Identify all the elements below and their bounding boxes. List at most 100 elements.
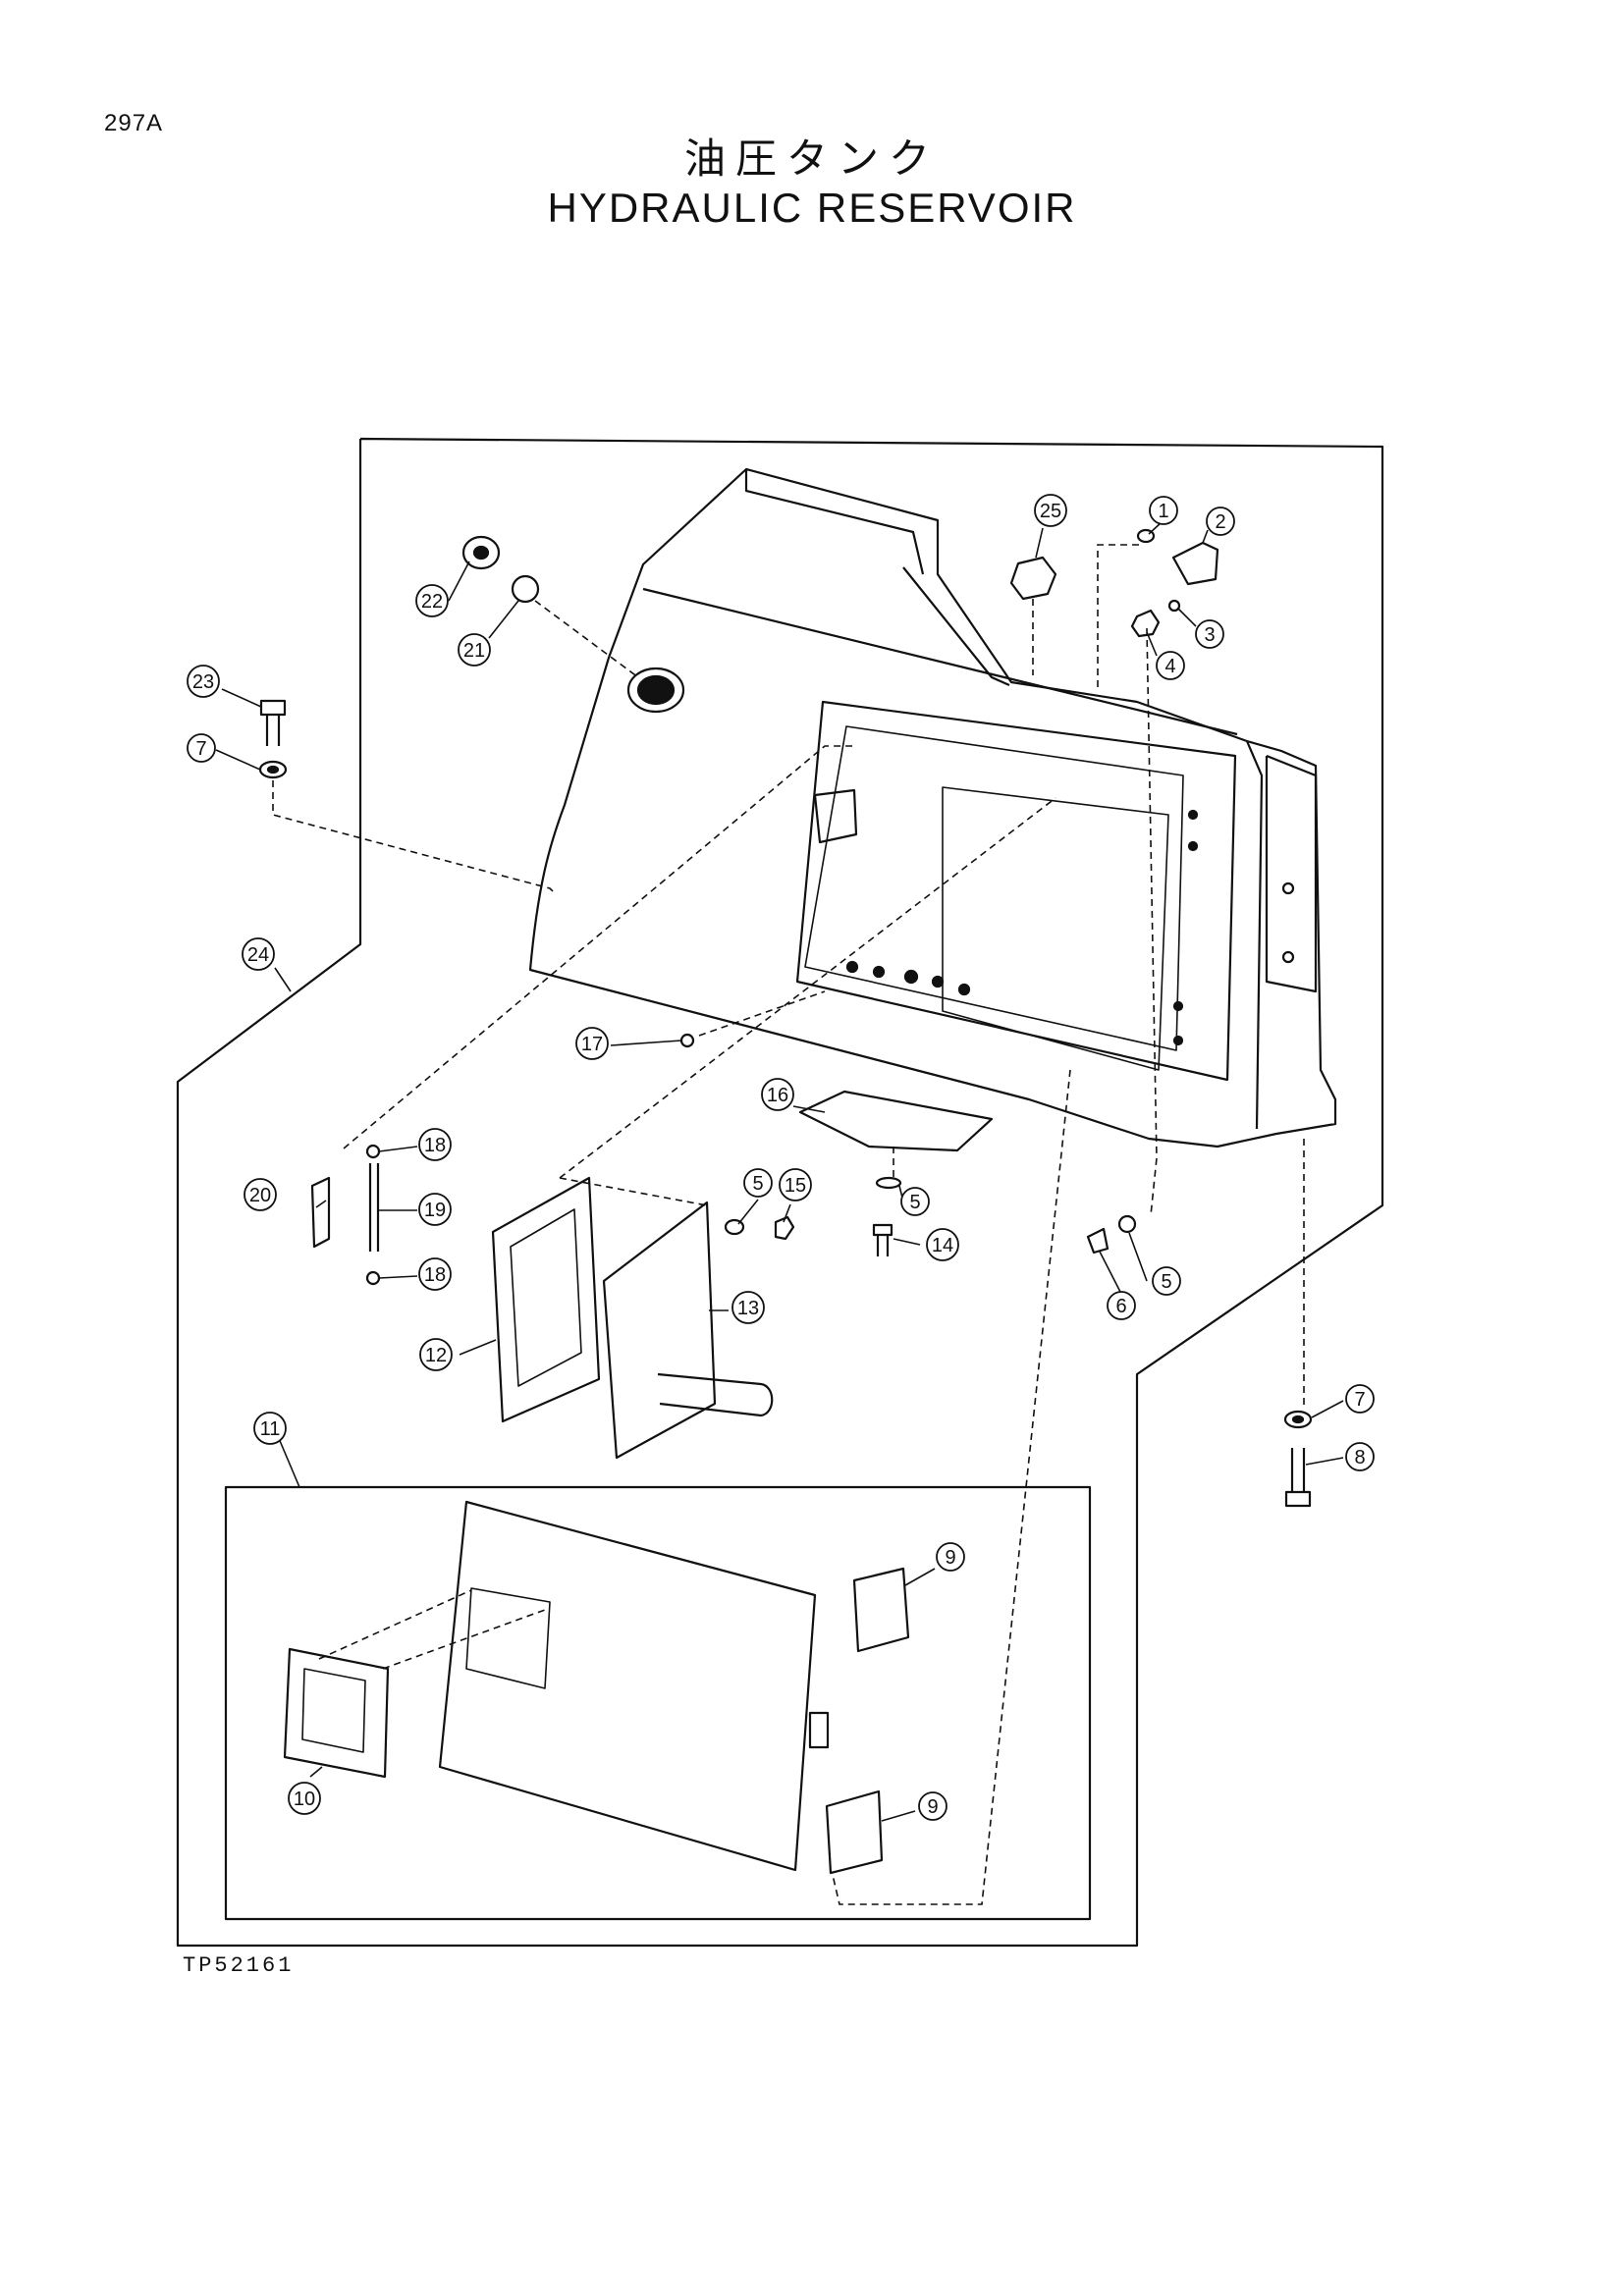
svg-text:21: 21: [463, 640, 485, 662]
part-3-washer: [1167, 599, 1181, 613]
tank-side-edge: [902, 566, 1010, 687]
callout-10: 10: [288, 1782, 321, 1815]
frame-bolt: [1187, 809, 1199, 821]
callout-18-upper: 18: [418, 1128, 452, 1161]
door-latch: [808, 1711, 830, 1749]
callout-17: 17: [575, 1027, 609, 1060]
part-5-washer-b: [875, 1176, 902, 1190]
callout-4: 4: [1156, 651, 1185, 680]
svg-text:4: 4: [1164, 656, 1175, 677]
callout-23: 23: [187, 665, 220, 698]
part-1-oring: [1136, 528, 1156, 544]
part-17-plug: [679, 1033, 695, 1048]
callout-24: 24: [242, 937, 275, 971]
part-21-oring: [511, 574, 540, 604]
part-2-elbow: [1171, 541, 1219, 586]
callout-16: 16: [761, 1078, 794, 1111]
callout-9-lower: 9: [918, 1791, 947, 1821]
svg-text:5: 5: [752, 1173, 763, 1195]
callout-7-lower: 7: [1345, 1384, 1375, 1414]
part-22-cap-center: [472, 545, 490, 561]
part-14-bolt-head: [872, 1223, 893, 1237]
part-12-gasket: [491, 1176, 601, 1423]
svg-text:11: 11: [260, 1418, 281, 1440]
svg-text:8: 8: [1354, 1447, 1365, 1468]
tank-top-ridge: [642, 587, 1238, 736]
part-23-bolt-head: [259, 699, 287, 717]
svg-text:15: 15: [785, 1175, 806, 1197]
bracket-hole: [1281, 881, 1295, 895]
svg-text:2: 2: [1215, 511, 1225, 533]
callout-25: 25: [1034, 494, 1067, 527]
filler-port-neck: [636, 674, 676, 706]
part-11-door-panel: [438, 1500, 817, 1872]
assembly-boundary-24: [176, 437, 1384, 1948]
callout-18-lower: 18: [418, 1257, 452, 1291]
svg-text:16: 16: [767, 1085, 788, 1106]
svg-text:5: 5: [909, 1192, 920, 1213]
callout-14: 14: [926, 1228, 959, 1261]
tank-frame-window: [942, 786, 1169, 1071]
part-4-nut: [1130, 609, 1161, 638]
svg-text:7: 7: [195, 738, 206, 760]
part-7-washer-upper-hole: [266, 765, 280, 774]
svg-text:1: 1: [1158, 501, 1168, 522]
frame-bolt: [845, 960, 859, 974]
svg-text:9: 9: [945, 1547, 955, 1569]
callout-20: 20: [244, 1178, 277, 1211]
part-10-handle-inner: [301, 1668, 366, 1753]
frame-bolt: [903, 969, 919, 985]
frame-bolt: [957, 983, 971, 996]
callout-15: 15: [779, 1168, 812, 1201]
tank-right-panel: [1245, 740, 1264, 1130]
frame-bolt: [1172, 1035, 1184, 1046]
part-25-nut: [1009, 556, 1057, 601]
assembly-lines: [272, 544, 1305, 1905]
callout-11: 11: [253, 1412, 287, 1445]
svg-text:17: 17: [581, 1034, 603, 1055]
door-handle-cutout: [465, 1587, 551, 1689]
svg-text:14: 14: [932, 1235, 953, 1256]
part-5-washer-c: [1117, 1214, 1137, 1234]
callout-5-a: 5: [743, 1168, 773, 1198]
callout-22: 22: [415, 584, 449, 617]
tank-frame-inner: [804, 725, 1184, 1051]
page-id: 297A: [104, 110, 164, 136]
svg-text:25: 25: [1040, 501, 1061, 522]
tank-inspection-frame: [795, 700, 1237, 1082]
callout-12: 12: [419, 1338, 453, 1371]
svg-text:22: 22: [421, 591, 443, 613]
callout-2: 2: [1206, 507, 1235, 536]
svg-text:5: 5: [1161, 1271, 1171, 1293]
frame-bolt: [931, 975, 945, 988]
part-8-bolt-head: [1284, 1490, 1312, 1508]
part-10-handle: [283, 1647, 390, 1779]
svg-text:10: 10: [294, 1789, 315, 1810]
part-7-washer-lower-hole: [1291, 1415, 1305, 1424]
svg-text:23: 23: [192, 671, 214, 693]
svg-text:19: 19: [424, 1200, 446, 1221]
callout-8: 8: [1345, 1442, 1375, 1471]
callout-5-b: 5: [900, 1187, 930, 1216]
svg-text:12: 12: [425, 1345, 447, 1366]
part-18-fitting-lower: [365, 1270, 381, 1286]
tank-right-bracket: [1265, 754, 1318, 993]
svg-text:9: 9: [927, 1796, 938, 1818]
callout-9-upper: 9: [936, 1542, 965, 1572]
part-6-bolt: [1086, 1227, 1110, 1255]
svg-text:18: 18: [424, 1264, 446, 1286]
part-11-cover-frame: [224, 1485, 1092, 1921]
part-16-plate: [798, 1090, 994, 1152]
drawing-number: TP52161: [183, 1953, 295, 1978]
tank-body: [528, 467, 1337, 1148]
filler-port: [626, 667, 685, 714]
svg-text:13: 13: [737, 1298, 759, 1319]
frame-inner-bracket: [813, 788, 858, 844]
frame-bolt: [872, 965, 886, 979]
svg-text:6: 6: [1115, 1296, 1126, 1317]
part-9-hinge-upper: [852, 1567, 910, 1653]
svg-text:7: 7: [1354, 1389, 1365, 1411]
callout-19: 19: [418, 1193, 452, 1226]
callout-21: 21: [458, 633, 491, 667]
